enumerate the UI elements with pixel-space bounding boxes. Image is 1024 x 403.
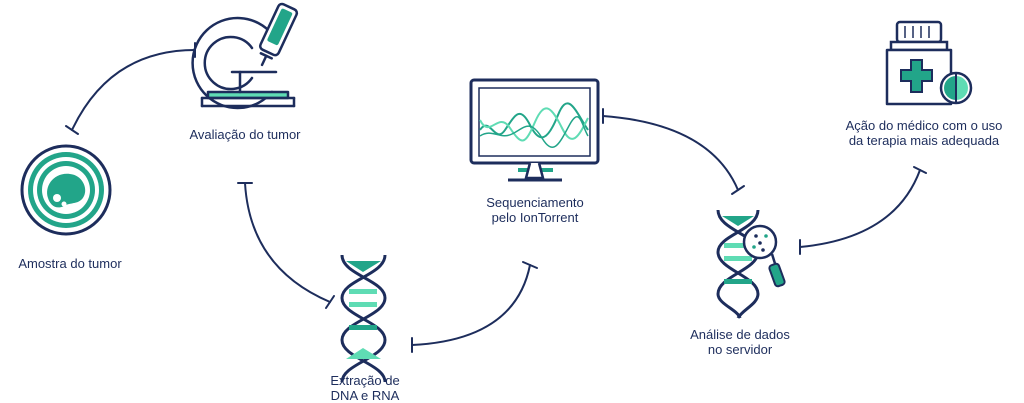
- connector-sequenciamento-analise: [602, 108, 745, 195]
- connector-avaliacao-extracao: [237, 182, 335, 309]
- monitor-icon: [469, 78, 600, 182]
- label-amostra-do-tumor: Amostra do tumor: [18, 256, 122, 271]
- label-acao-do-medico: Ação do médico com o uso da terapia mais…: [845, 118, 1003, 148]
- label-sequenciamento: Sequenciamento pelo IonTorrent: [486, 195, 584, 225]
- label-extracao-dna-rna: Extração de DNA e RNA: [330, 373, 400, 403]
- tumor-sample-icon: [20, 144, 112, 236]
- microscope-icon: [191, 2, 299, 110]
- connectors: [65, 42, 927, 353]
- label-analise-de-dados: Análise de dados no servidor: [690, 327, 790, 357]
- connector-acao-analise: [799, 166, 927, 255]
- medicine-bottle-icon: [885, 20, 973, 106]
- label-avaliacao-do-tumor: Avaliação do tumor: [189, 127, 301, 142]
- dna-magnifier-icon: [716, 209, 786, 319]
- dna-icon: [340, 254, 387, 383]
- connector-amostra-avaliacao: [65, 42, 196, 135]
- connector-extracao-sequenciamento: [411, 261, 538, 353]
